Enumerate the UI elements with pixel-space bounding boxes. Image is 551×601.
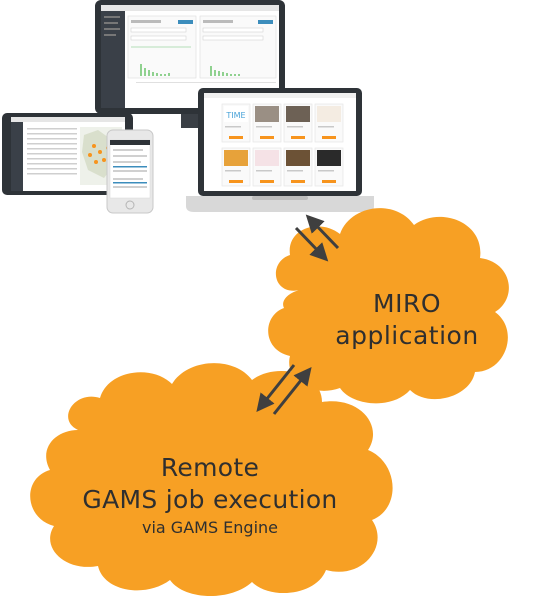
- remote-cloud: [30, 363, 393, 597]
- miro-cloud: [268, 208, 509, 404]
- laptop: TIME: [186, 88, 374, 212]
- miro-cloud-label: MIRO application: [300, 288, 514, 352]
- miro-label-line2: application: [335, 321, 479, 350]
- svg-text:TIME: TIME: [225, 111, 245, 120]
- remote-label-line1: Remote: [160, 453, 260, 482]
- remote-cloud-label: Remote GAMS job execution via GAMS Engin…: [40, 452, 380, 540]
- remote-label-line2: GAMS job execution: [82, 485, 338, 514]
- arrow-miro-to-remote: [256, 364, 312, 415]
- smartphone: [106, 129, 154, 214]
- remote-label-line3: via GAMS Engine: [141, 518, 279, 537]
- tablet: [2, 113, 133, 195]
- arrow-devices-to-miro: [294, 214, 340, 262]
- miro-label-line1: MIRO: [373, 289, 441, 318]
